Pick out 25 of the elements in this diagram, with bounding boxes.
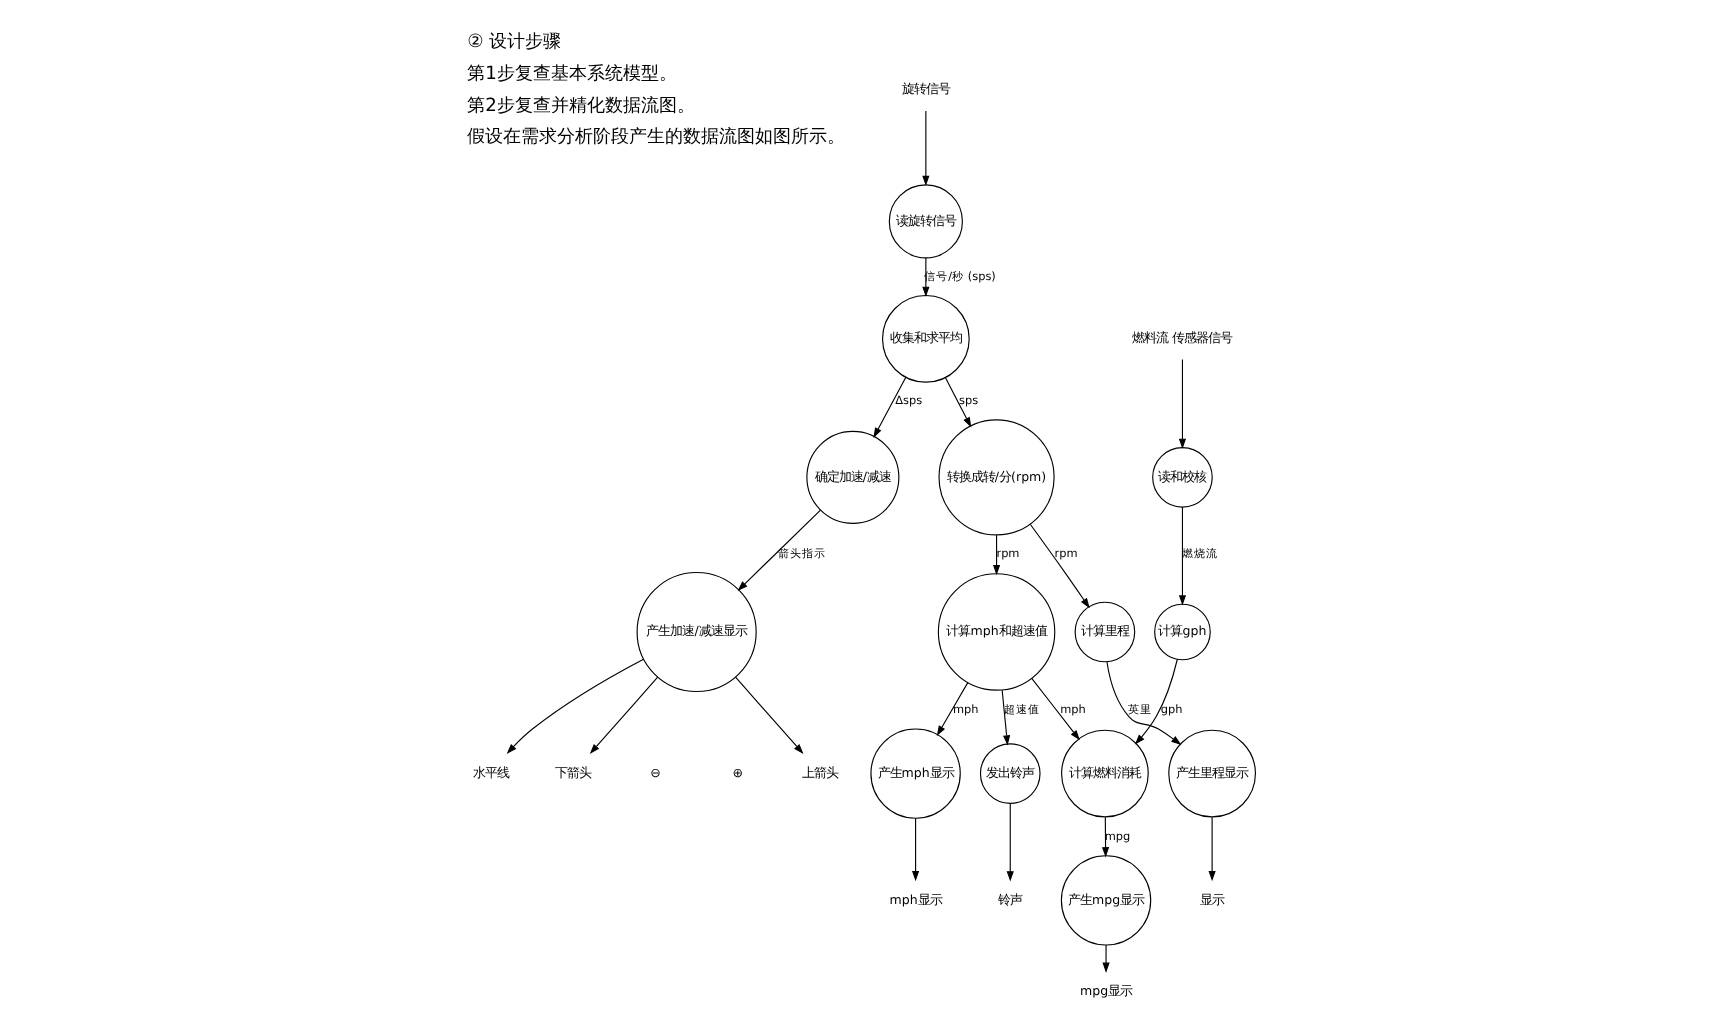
arrow	[992, 534, 1001, 576]
arrow	[912, 817, 920, 882]
arrow	[1029, 523, 1090, 609]
arrow	[1178, 358, 1187, 449]
arrow	[506, 658, 645, 754]
arrow	[1178, 506, 1187, 606]
arrow	[1102, 816, 1110, 858]
arrow	[936, 682, 969, 736]
arrow	[873, 377, 907, 438]
arrow	[944, 377, 972, 428]
arrow	[735, 676, 804, 755]
label: 第1步复查基本系统模型。	[467, 64, 677, 85]
arrow	[1134, 658, 1178, 745]
arrow	[1102, 944, 1110, 973]
label: 第2步复查并精化数据流图。	[467, 96, 695, 117]
arrow	[1001, 689, 1011, 746]
arrow	[922, 110, 930, 187]
arrow	[737, 509, 822, 591]
arrow	[1006, 803, 1014, 882]
arrow	[589, 676, 659, 755]
label: ② 设计步骤	[467, 32, 562, 53]
arrow	[1106, 661, 1182, 746]
arrow	[1031, 677, 1080, 741]
arrow	[1208, 816, 1216, 882]
label: 假设在需求分析阶段产生的数据流图如图所示。	[467, 128, 846, 149]
